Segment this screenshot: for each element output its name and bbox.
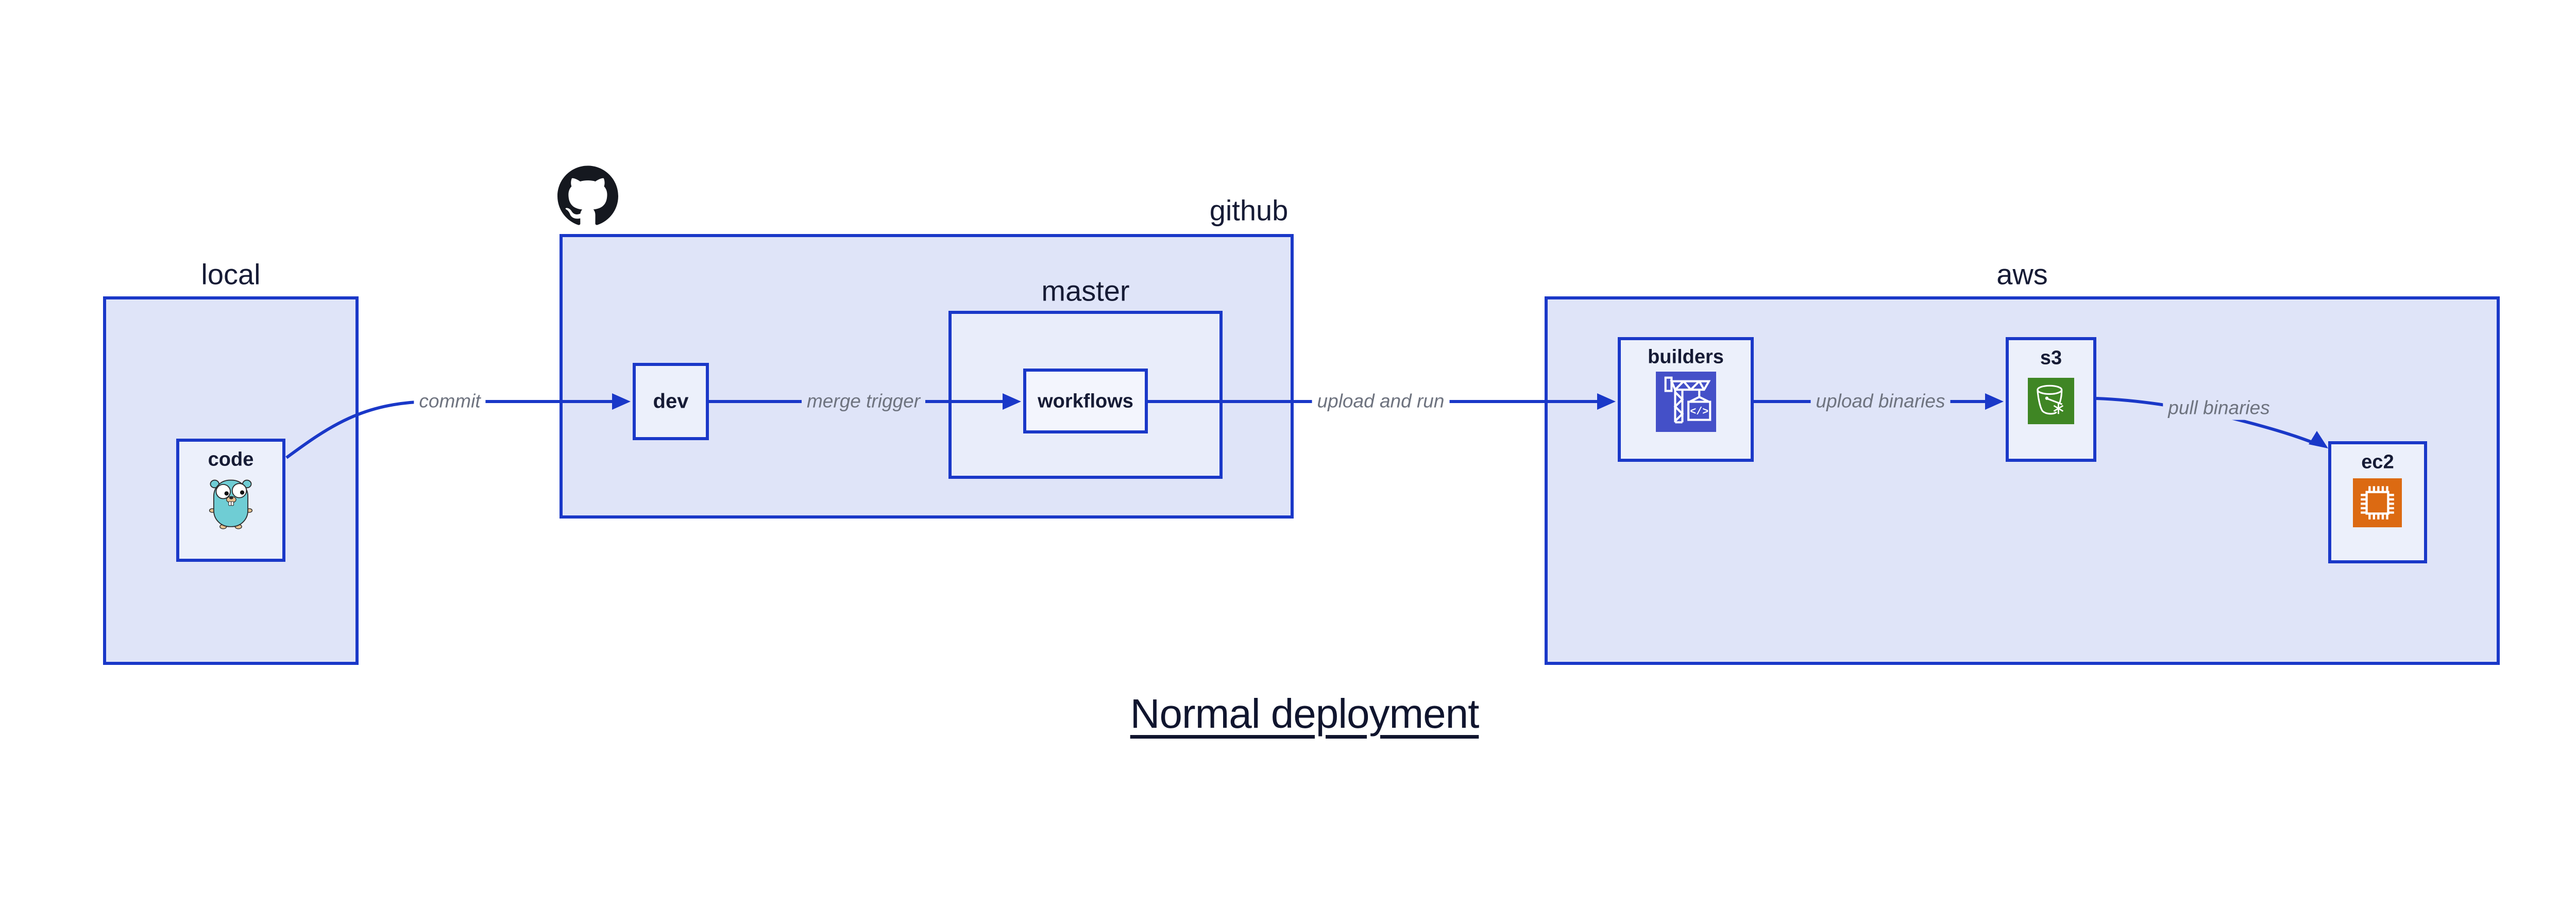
upload-and-run-edge-label: upload and run (1312, 390, 1450, 413)
commit-edge-label: commit (414, 390, 486, 413)
upload-binaries-edge-label: upload binaries (1810, 390, 1951, 413)
codebuild-code-glyph: </> (1690, 406, 1708, 417)
ec2-chip-icon (2353, 478, 2402, 527)
codebuild-icon: </> (1656, 372, 1716, 432)
s3-bucket-icon (2028, 378, 2074, 424)
aws-region-label: aws (1996, 258, 2048, 291)
local-region-label: local (201, 258, 261, 291)
master-region-label: master (1041, 274, 1130, 307)
builders-node-label: builders (1648, 346, 1724, 368)
github-region-label: github (1209, 194, 1289, 227)
dev-node-box (633, 363, 709, 440)
ec2-node-label: ec2 (2361, 451, 2394, 473)
workflows-node-label: workflows (1038, 390, 1133, 412)
pull-binaries-edge-label: pull binaries (2163, 396, 2275, 420)
code-node-label: code (208, 448, 254, 471)
dev-node-label: dev (653, 390, 689, 413)
diagram-title: Normal deployment (1130, 691, 1480, 737)
workflows-node-box (1023, 369, 1148, 433)
go-gopher-icon (209, 479, 253, 529)
s3-node-label: s3 (2040, 347, 2062, 369)
github-logo-icon (557, 165, 618, 225)
s3-node-box (2006, 337, 2096, 462)
merge-trigger-edge-label: merge trigger (801, 390, 926, 413)
builders-node-box (1618, 337, 1754, 462)
